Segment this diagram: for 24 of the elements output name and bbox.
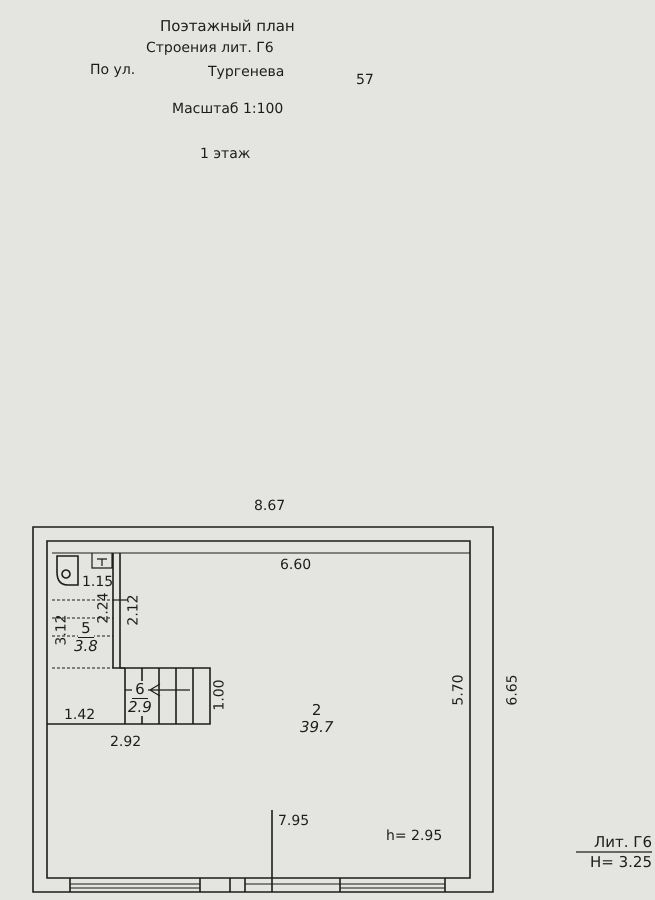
dimension-label: 1.15 [82, 574, 114, 590]
dimension-label: 2.12 [126, 594, 142, 626]
height-label: h= 2.95 [386, 828, 442, 844]
plan-title: Поэтажный план [160, 18, 295, 34]
dimension-label: 6.60 [280, 557, 312, 573]
dimension-label: 3.12 [54, 614, 70, 646]
height-label: H= 3.25 [588, 852, 652, 872]
street-label: По ул. [90, 62, 136, 78]
floor-label: 1 этаж [200, 146, 250, 162]
dimension-label: 1.00 [212, 679, 228, 711]
room-number: 6 [132, 681, 148, 699]
dimension-label: 8.67 [254, 498, 286, 514]
dimension-label: 7.95 [278, 813, 310, 829]
scale-note: Масштаб 1:100 [172, 101, 284, 117]
literal-label: Лит. Г6 [593, 832, 652, 852]
dimension-label: 2.92 [110, 734, 142, 750]
street-name: Тургенева [208, 64, 284, 80]
room-area: 2.9 [128, 699, 152, 716]
dimension-label: 5.70 [450, 674, 467, 706]
dimension-label: 1.42 [64, 707, 96, 723]
building-line: Строения лит. Г6 [146, 40, 274, 56]
room-number: 5 [78, 620, 94, 638]
house-number: 57 [356, 72, 374, 88]
dimension-label: 6.65 [504, 674, 521, 706]
